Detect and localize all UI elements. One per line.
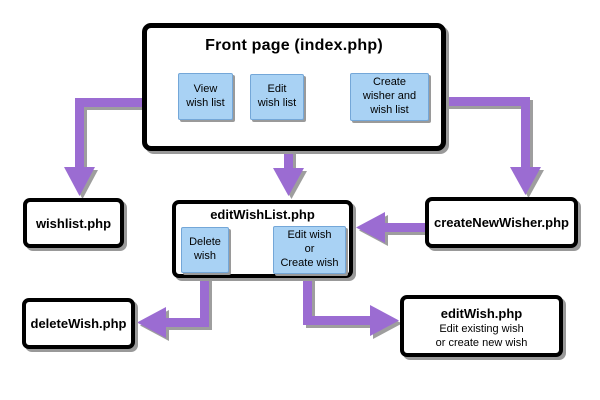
edit-wish-list-button: Edit wish list bbox=[250, 74, 304, 120]
node-wishlist: wishlist.php bbox=[23, 198, 124, 248]
delete-wish-button: Delete wish bbox=[181, 227, 229, 273]
arrow-front-to-createnewwisher bbox=[446, 97, 541, 195]
arrow-createnewwisher-to-editwishlist bbox=[356, 212, 426, 243]
arrow-front-to-editwishlist bbox=[273, 150, 304, 196]
create-new-wisher-label: createNewWisher.php bbox=[434, 215, 569, 230]
node-front-page: Front page (index.php) View wish list Ed… bbox=[142, 23, 446, 151]
arrow-front-to-wishlist bbox=[64, 98, 143, 196]
edit-wish-label: editWish.php bbox=[440, 306, 523, 321]
node-edit-wish-list: editWishList.php Delete wish Edit wish o… bbox=[172, 200, 353, 278]
delete-wish-label: deleteWish.php bbox=[30, 316, 127, 331]
edit-wish-description: Edit existing wish or create new wish bbox=[435, 323, 528, 350]
view-wish-list-button: View wish list bbox=[178, 73, 233, 120]
arrow-editwishlist-to-deletewish bbox=[137, 276, 209, 338]
wishlist-label: wishlist.php bbox=[35, 215, 112, 231]
front-page-title: Front page (index.php) bbox=[205, 37, 383, 54]
node-edit-wish: editWish.php Edit existing wish or creat… bbox=[400, 295, 563, 357]
create-wisher-button: Create wisher and wish list bbox=[350, 73, 429, 121]
arrow-editwishlist-to-editwish bbox=[303, 276, 399, 336]
edit-wish-list-label: editWishList.php bbox=[210, 207, 315, 222]
node-create-new-wisher: createNewWisher.php bbox=[425, 197, 578, 248]
node-delete-wish: deleteWish.php bbox=[22, 298, 135, 349]
edit-or-create-wish-button: Edit wish or Create wish bbox=[273, 226, 346, 274]
